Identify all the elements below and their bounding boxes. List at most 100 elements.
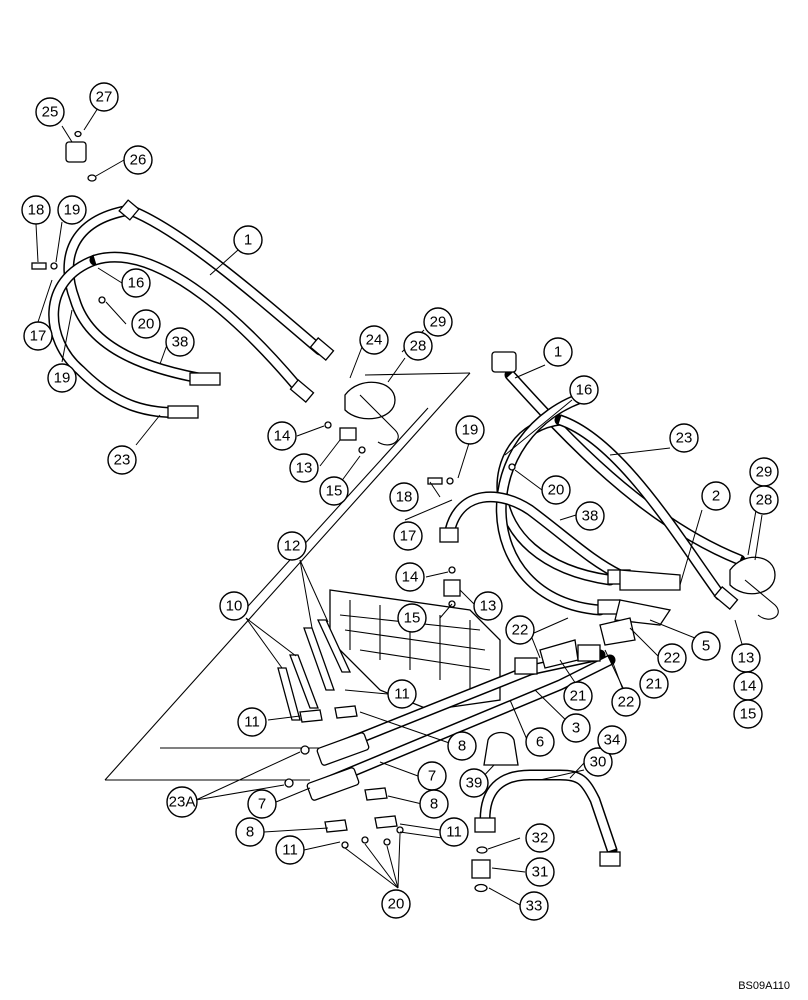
plate-8d (364, 787, 388, 801)
callout-label: 14 (402, 569, 419, 586)
callout-label: 13 (738, 650, 755, 667)
callout-label: 18 (28, 202, 45, 219)
callout-label: 11 (282, 842, 298, 859)
washer-23a-b (284, 778, 294, 788)
clamp-bracket (359, 394, 399, 446)
callout-label: 13 (296, 460, 313, 477)
callout-label: 15 (404, 610, 421, 627)
callout-label: 7 (258, 796, 266, 813)
callout-label: 11 (446, 824, 462, 841)
callout-label: 5 (702, 638, 710, 655)
callout-label: 16 (128, 275, 145, 292)
frame-line (239, 407, 429, 616)
hose-fitting (309, 337, 335, 361)
callout-label: 29 (756, 464, 773, 481)
plate-8e (374, 815, 398, 829)
nut-20b (361, 836, 369, 844)
callout-label: 21 (570, 688, 587, 705)
callout-label: 28 (756, 492, 773, 509)
callout-label: 25 (42, 104, 59, 121)
callout-label: 23 (114, 452, 131, 469)
callout-label: 11 (244, 714, 260, 731)
callout-label: 1 (554, 344, 562, 361)
left-hose-assembly (31, 130, 399, 454)
washer-19-right (446, 477, 454, 485)
callout-label: 17 (400, 528, 417, 545)
callout-label: 39 (466, 775, 483, 792)
callout-label: 11 (394, 686, 410, 703)
plate-8c (324, 819, 348, 833)
o-ring-26 (87, 174, 97, 182)
hose-clamp-28 (344, 381, 396, 420)
callout-label: 22 (664, 650, 681, 667)
callout-label: 34 (604, 732, 621, 749)
tube-nut-30b (599, 851, 621, 867)
callout-label: 19 (462, 422, 479, 439)
tube-nut (439, 527, 459, 543)
callout-label: 38 (582, 508, 599, 525)
tube-clamp-7a (316, 732, 370, 766)
callout-label: 26 (130, 152, 147, 169)
o-ring-14 (324, 421, 332, 429)
callout-label: 31 (532, 864, 549, 881)
frame-line (364, 372, 471, 376)
hose-fitting (713, 586, 739, 610)
callout-label: 33 (526, 898, 543, 915)
clamp-bracket-right (744, 579, 779, 620)
bolt-18-right (427, 477, 443, 485)
callout-label: 3 (572, 720, 580, 737)
washer-23a (300, 745, 310, 755)
document-code: BS09A110 (738, 980, 790, 992)
right-hose-assembly (427, 351, 779, 626)
callout-label: 14 (274, 428, 291, 445)
nut-20d (396, 826, 404, 834)
callout-label: 15 (326, 483, 343, 500)
callout-label: 23 (676, 430, 693, 447)
tee-fitting-21b (599, 617, 636, 646)
hose-fitting (167, 405, 199, 419)
bolt-18 (31, 262, 47, 270)
elbow-fitting-25 (65, 141, 87, 163)
callout-label: 16 (576, 382, 593, 399)
nut-20c (383, 838, 391, 846)
tube-nut-3 (514, 657, 538, 675)
o-ring-15 (358, 446, 366, 454)
frame-line (104, 372, 471, 781)
callout-label: 22 (512, 622, 529, 639)
nut-20 (98, 296, 106, 304)
callout-label: 1 (244, 232, 252, 249)
callout-label: 2 (712, 488, 720, 505)
callout-label: 28 (410, 338, 427, 355)
adapter-13 (339, 427, 357, 441)
tee-fitting-21 (539, 639, 579, 669)
callout-label: 27 (96, 89, 113, 106)
callout-label: 21 (646, 676, 663, 693)
callout-label: 6 (536, 734, 544, 751)
tube-clamp-7b (306, 767, 360, 801)
adapter-31 (471, 859, 491, 879)
plate-8 (299, 709, 323, 723)
hose-fitting (189, 372, 221, 386)
callout-label: 22 (618, 694, 635, 711)
callout-label: 15 (740, 706, 757, 723)
callout-label: 38 (172, 334, 189, 351)
callout-label: 30 (590, 754, 607, 771)
tube-block-2 (619, 569, 681, 591)
callout-label: 17 (30, 328, 47, 345)
hose-fitting (118, 199, 140, 221)
o-ring-14-right (448, 566, 456, 574)
bolt-12a (303, 627, 335, 691)
o-ring-33 (474, 883, 488, 893)
valve-sections (349, 600, 471, 690)
nut-20-right (508, 463, 516, 471)
tube-nut-6 (577, 644, 601, 662)
leader-lines (35, 107, 763, 906)
o-ring-32 (476, 846, 488, 854)
callout-label: 14 (740, 678, 757, 695)
callout-label: 13 (480, 598, 497, 615)
callout-label: 23A (169, 794, 196, 811)
clip-39 (483, 731, 519, 766)
adapter-13-right (443, 579, 461, 597)
